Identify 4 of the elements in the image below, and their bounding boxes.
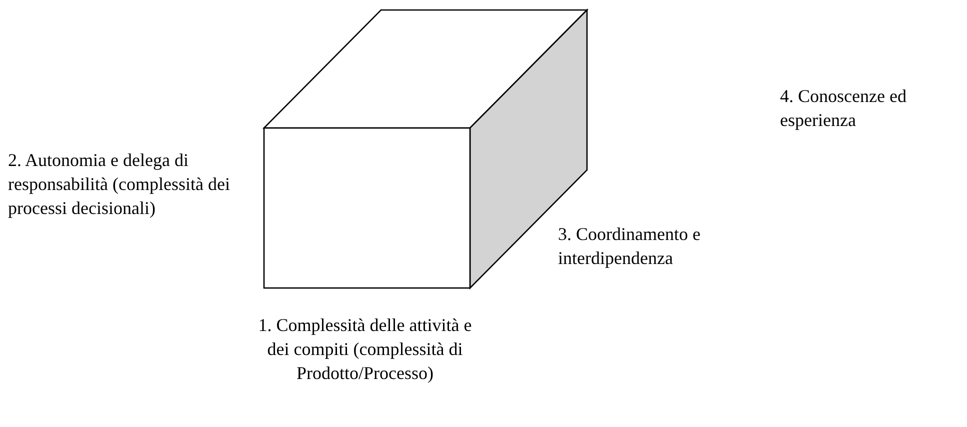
dimension-label: 3. Coordinamento e interdipendenza <box>558 223 702 270</box>
dimension-label: 2. Autonomia e delega di responsabilità (complessità dei processi decisionali) <box>8 149 231 220</box>
dimension-label: 4. Conoscenze ed esperienza <box>780 85 908 132</box>
dimension-label: 1. Complessità delle attività e dei compiti (complessità di Prodotto/Processo) <box>257 314 473 385</box>
